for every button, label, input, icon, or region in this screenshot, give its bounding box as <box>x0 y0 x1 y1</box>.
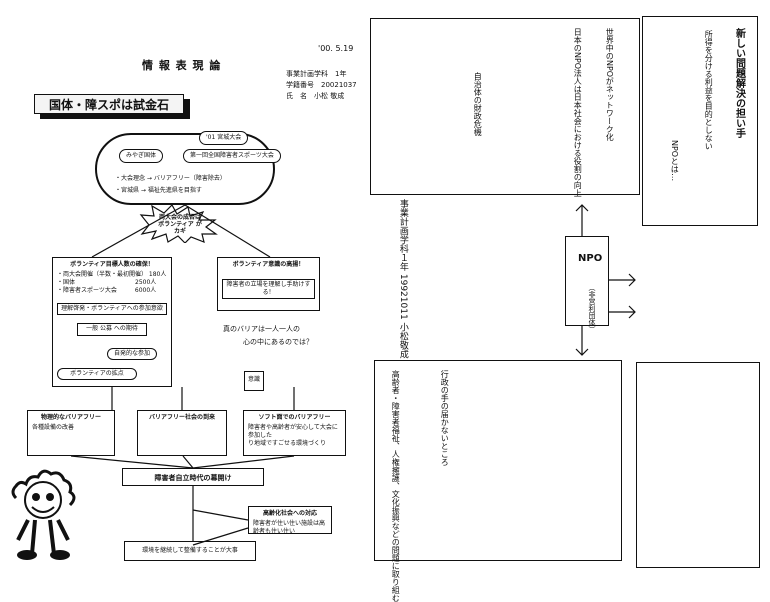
meta-line-2: 学籍番号 20021037 <box>286 81 357 89</box>
event-right-pill: 第一回全国障害者スポーツ大会 <box>183 149 281 163</box>
npo-center-box <box>565 236 609 326</box>
soft-barrier-free-line-1: 障害者や高齢者が安心して大会に参加した <box>248 424 338 440</box>
mascot-icon <box>11 469 76 560</box>
quote-line-1: 真のバリアは一人一人の <box>223 325 300 333</box>
volunteer-target-title: ボランティア目標人数の確保！ <box>70 261 154 268</box>
volunteer-awareness-box: ボランティア意識の高揚！ 障害者の立場を理解し手助けする！ <box>217 257 320 311</box>
volunteer-base-chip: ボランティアの拡点 <box>57 367 137 380</box>
aging-society-title: 高齢化社会への対応 <box>262 510 317 517</box>
quote-block: 真のバリアは一人一人の 心の中にあるのでは？ <box>223 323 313 349</box>
topic-admin-gap: 行政の手の届かないところ <box>440 370 450 466</box>
meta-block: 事業計画学科 1年 学籍番号 20021037 氏 名 小松 敬成 <box>286 69 357 102</box>
volunteer-target-line-2: ・国体 2500人 <box>57 279 157 287</box>
topic-banner: 国体・障スポは試金石 <box>34 94 190 119</box>
volunteer-understanding: 障害者の立場を理解し手助けする！ <box>222 279 315 300</box>
topic-world-network: 世界中のNPOがネットワーク化 <box>605 28 615 142</box>
banner-title: 国体・障スポは試金石 <box>34 94 184 114</box>
soft-barrier-free-line-2: り地域ですごせる環境づくり <box>248 440 327 448</box>
physical-barrier-free-box: 物理的なバリアフリー 各種設備の改善 <box>27 410 115 456</box>
event-line-2: ・宮城県 → 福祉先進県を目指す <box>115 187 202 194</box>
aging-society-box: 高齢化社会への対応 障害者が住い住い施設は高齢者も住い住い <box>248 506 332 536</box>
event-year-pill: '01 宮城大会 <box>199 131 249 145</box>
meta-line-3: 氏 名 小松 敬成 <box>286 92 345 100</box>
physical-barrier-free-line: 各種設備の改善 <box>32 424 75 432</box>
aging-society-line: 障害者が住い住い施設は高齢者も住い住い <box>253 520 326 536</box>
topic-non-profit: 所得を分ける利益を目的としない <box>704 30 714 150</box>
topic-local-finance: 自治体の財政危機 <box>473 72 483 136</box>
right-page: 新しい問題解決の担い手 所得を分ける利益を目的としない NPOとは… 世界中のN… <box>370 0 770 602</box>
volunteer-target-line-3: ・障害者スポーツ大会 6000人 <box>57 287 157 295</box>
volunteer-target-line-1: ・両大会開催（半数・最初開催） 180人 <box>57 271 167 279</box>
barrier-free-society-title: バリアフリー社会の到来 <box>148 414 215 421</box>
topic-role-improvement: 日本のNPO法人は日本社会における役割の向上 <box>573 28 583 198</box>
page-title: 情 報 表 現 論 <box>142 59 222 72</box>
public-recruit-chip: 一般 公募 への期待 <box>77 323 147 336</box>
left-page: 情 報 表 現 論 '00. 5.19 事業計画学科 1年 学籍番号 20021… <box>0 0 370 586</box>
date: '00. 5.19 <box>318 44 354 53</box>
soft-barrier-free-title: ソフト面でのバリアフリー <box>258 414 331 421</box>
quote-line-2: 心の中にあるのでは？ <box>243 338 313 346</box>
volunteer-awareness-title: ボランティア意識の高揚！ <box>232 261 305 268</box>
npo-center-subtitle: （非営利団体） <box>588 284 596 333</box>
soft-barrier-free-box: ソフト面でのバリアフリー 障害者や高齢者が安心して大会に参加した り地域ですごせ… <box>243 410 346 456</box>
burst-text: 両大会の成否は ボランティア がカギ <box>158 214 202 236</box>
volunteer-target-box: ボランティア目標人数の確保！ ・両大会開催（半数・最初開催） 180人 ・国体 … <box>52 257 172 387</box>
topic-new-actor: 新しい問題解決の担い手 <box>733 28 745 138</box>
badge-burst: 意識 <box>244 371 264 391</box>
main-outcome-banner: 障害者自立時代の幕開け <box>122 468 264 486</box>
closing-box: 環境を継続して整備することが大事 <box>124 541 256 561</box>
event-left-pill: みやぎ国体 <box>119 149 164 163</box>
event-summary: '01 宮城大会 みやぎ国体 第一回全国障害者スポーツ大会 ・大会理念 → バリ… <box>95 131 281 205</box>
volunteer-awareness-chip: 理解啓発・ボランティアへの参加意欲 <box>57 303 167 316</box>
frame-top-right <box>642 16 758 226</box>
right-date-vertical: 事業計画学科１年 19921011 小松敬成 <box>397 199 408 359</box>
meta-line-1: 事業計画学科 1年 <box>286 70 347 78</box>
frame-bottom-right <box>636 362 760 568</box>
npo-center-title: NPO <box>578 253 603 264</box>
event-line-1: ・大会理念 → バリアフリー（障害除去） <box>115 175 226 182</box>
frame-bottom-left <box>374 360 622 561</box>
voluntary-chip: 自発的な参加 <box>107 347 157 360</box>
frame-top-left <box>370 18 640 195</box>
barrier-free-society-box: バリアフリー社会の到来 <box>137 410 227 456</box>
physical-barrier-free-title: 物理的なバリアフリー <box>40 414 101 421</box>
topic-social-issues: 高齢者・障害者福祉、人権擁護、文化振興などの問題に取り組む <box>391 370 401 602</box>
topic-npo-definition: NPOとは… <box>670 140 680 182</box>
